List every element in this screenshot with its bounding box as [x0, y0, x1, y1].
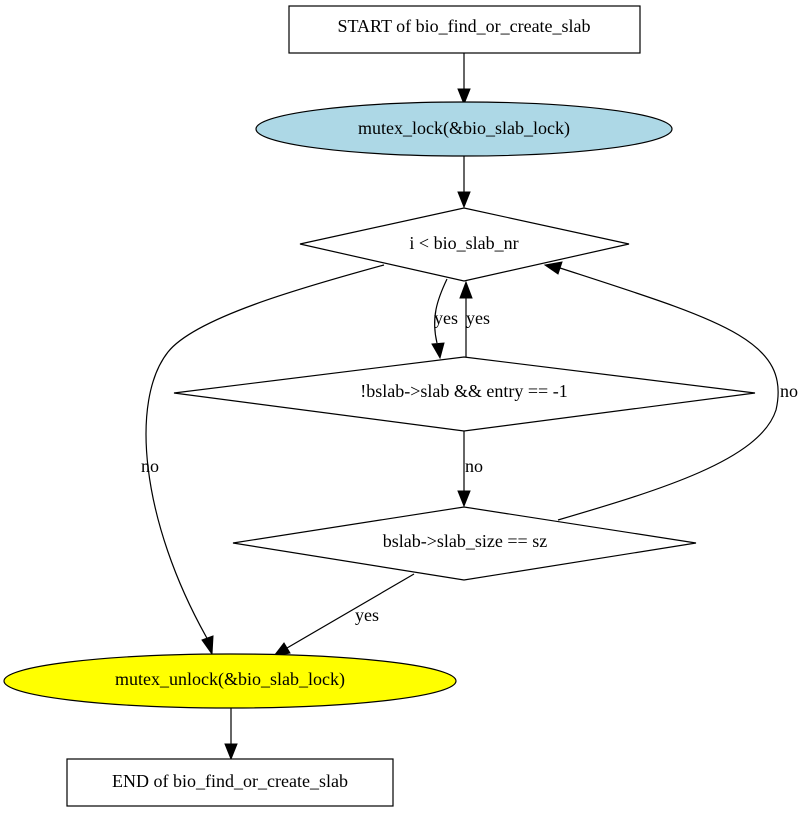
edge-size-to-loop: no	[543, 261, 798, 521]
edge-label-entry-to-loop: yes	[466, 308, 490, 328]
node-check-size: bslab->slab_size == sz	[232, 506, 697, 581]
node-check-entry: !bslab->slab && entry == -1	[173, 356, 756, 432]
edge-size-to-unlock: yes	[272, 573, 415, 657]
edge-label-size-to-loop: no	[780, 381, 798, 401]
node-lock: mutex_lock(&bio_slab_lock)	[255, 101, 673, 157]
node-start: START of bio_find_or_create_slab	[288, 5, 641, 54]
node-end-label: END of bio_find_or_create_slab	[112, 771, 348, 791]
edge-label-entry-to-size: no	[465, 456, 483, 476]
node-loop-condition-label: i < bio_slab_nr	[409, 233, 518, 253]
node-start-label: START of bio_find_or_create_slab	[337, 16, 590, 36]
node-check-entry-label: !bslab->slab && entry == -1	[360, 381, 567, 401]
edge-loop-to-entry: yes	[431, 278, 458, 360]
edge-unlock-to-end	[224, 708, 238, 761]
node-check-size-label: bslab->slab_size == sz	[383, 531, 547, 551]
edge-label-loop-to-entry: yes	[434, 308, 458, 328]
edge-start-to-lock	[457, 53, 471, 106]
edge-entry-to-size: no	[457, 431, 483, 508]
node-unlock: mutex_unlock(&bio_slab_lock)	[3, 653, 457, 709]
edge-label-loop-to-unlock: no	[141, 456, 159, 476]
node-loop-condition: i < bio_slab_nr	[299, 207, 630, 282]
node-end: END of bio_find_or_create_slab	[66, 758, 394, 807]
edge-label-size-to-unlock: yes	[355, 605, 379, 625]
node-lock-label: mutex_lock(&bio_slab_lock)	[358, 118, 570, 139]
node-unlock-label: mutex_unlock(&bio_slab_lock)	[115, 669, 345, 690]
edge-entry-to-loop: yes	[459, 280, 490, 357]
edge-loop-to-unlock: no	[141, 264, 385, 656]
edge-lock-to-loop	[457, 156, 471, 209]
